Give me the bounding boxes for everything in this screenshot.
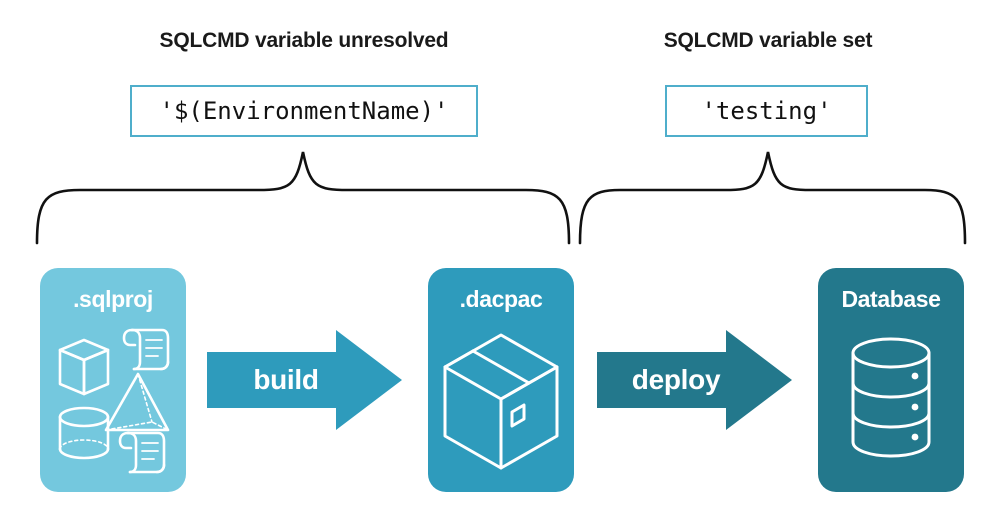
code-value-text: '$(EnvironmentName)' <box>159 97 449 125</box>
arrow-deploy: deploy <box>595 328 795 432</box>
arrow-build-label: build <box>253 364 319 395</box>
arrow-deploy-shape <box>597 330 792 430</box>
cylinder-icon <box>58 406 110 460</box>
arrow-deploy-polygon <box>597 330 792 430</box>
database-artwork <box>851 337 931 458</box>
brace-left-icon <box>35 151 571 245</box>
section-heading-left: SQLCMD variable unresolved <box>159 29 449 52</box>
stage-sqlproj: .sqlproj <box>40 268 186 492</box>
code-value-text: 'testing' <box>701 97 832 125</box>
section-heading-right: SQLCMD variable set <box>663 29 873 52</box>
arrow-build-shape <box>207 330 402 430</box>
brace-right-icon <box>578 151 967 245</box>
stage-database: Database <box>818 268 964 492</box>
scroll-icon <box>122 328 170 371</box>
scroll-icon <box>118 431 166 474</box>
stage-dacpac-label: .dacpac <box>459 286 543 312</box>
cube-icon <box>58 338 110 396</box>
package-box-icon <box>443 333 559 470</box>
stage-dacpac: .dacpac <box>428 268 574 492</box>
database-cylinder-icon <box>851 337 931 458</box>
stage-sqlproj-label: .sqlproj <box>73 286 153 312</box>
sqlcmd-variable-set-value-box: 'testing' <box>665 85 868 137</box>
pyramid-icon <box>104 372 170 432</box>
arrow-build: build <box>205 328 405 432</box>
arrow-deploy-label: deploy <box>631 364 721 395</box>
arrow-build-polygon <box>207 330 402 430</box>
dacpac-artwork <box>443 333 559 470</box>
sqlcmd-variable-unresolved-value-box: '$(EnvironmentName)' <box>130 85 478 137</box>
sqlproj-artwork <box>58 328 170 474</box>
stage-database-label: Database <box>841 286 941 312</box>
